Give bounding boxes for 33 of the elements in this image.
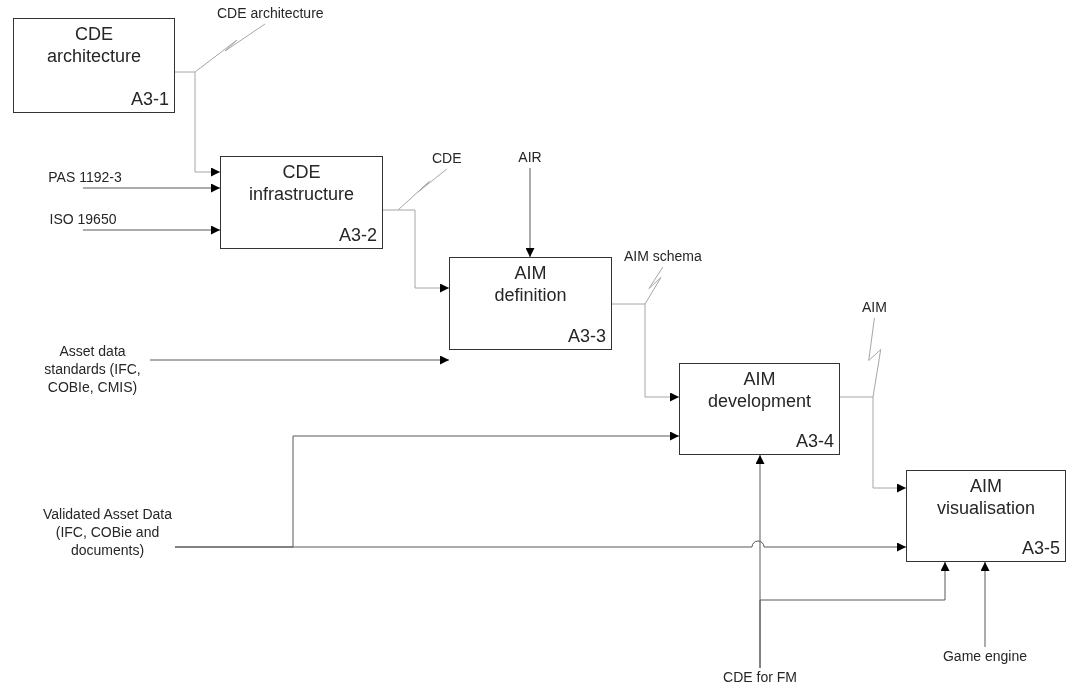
input-label: AIR [517, 148, 543, 166]
input-label: CDE for FM [722, 668, 798, 686]
input-label: Validated Asset Data (IFC, COBie and documents) [42, 505, 173, 559]
process-box [679, 363, 840, 455]
input-label: Asset data standards (IFC, COBIe, CMIS) [43, 342, 142, 396]
arrow [759, 561, 950, 669]
process-code: A3-1 [130, 88, 169, 110]
arrow [82, 225, 221, 235]
process-box [13, 18, 175, 113]
arrow [980, 561, 990, 648]
arrow [525, 167, 535, 258]
input-label: Game engine [941, 647, 1029, 665]
arrow [174, 540, 907, 552]
arrow [174, 23, 266, 177]
process-title: AIM definition [494, 262, 567, 306]
process-code: A3-3 [567, 325, 606, 347]
process-title: AIM development [707, 368, 812, 412]
process-box [449, 257, 612, 350]
input-label: PAS 1192-3 [47, 168, 123, 186]
process-title: AIM visualisation [936, 475, 1035, 519]
process-code: A3-5 [1021, 537, 1060, 559]
process-box [220, 156, 383, 249]
process-title: CDE architecture [46, 23, 141, 67]
input-label: ISO 19650 [48, 210, 118, 228]
arrow [839, 317, 907, 493]
arrow [611, 266, 680, 402]
process-box [906, 470, 1066, 562]
arrow [82, 183, 221, 193]
arrow [149, 355, 450, 365]
process-title: CDE infrastructure [249, 161, 354, 205]
arrow [382, 168, 450, 293]
process-code: A3-2 [338, 224, 377, 246]
process-code: A3-4 [795, 430, 834, 452]
